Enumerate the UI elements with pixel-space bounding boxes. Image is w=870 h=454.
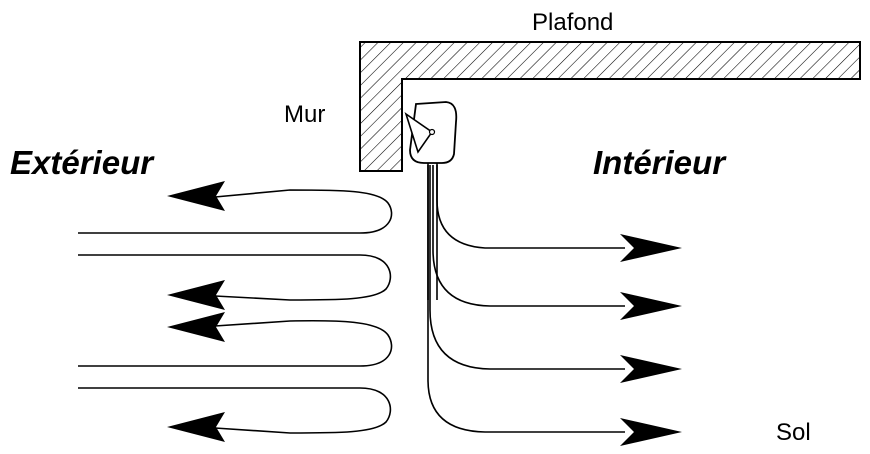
label-ceiling: Plafond — [532, 9, 613, 36]
outside-flow-4 — [78, 387, 392, 434]
fan-hub-icon — [428, 128, 436, 136]
label-wall: Mur — [284, 101, 325, 128]
wall-ceiling-structure — [359, 41, 861, 172]
inside-arrowhead-4 — [620, 418, 682, 446]
fan-icon — [404, 112, 434, 154]
outside-arrowhead-2 — [167, 280, 225, 310]
label-outside: Extérieur — [10, 144, 155, 181]
label-inside: Intérieur — [593, 144, 727, 181]
air-curtain-unit — [404, 101, 458, 300]
inside-arrowhead-1 — [620, 234, 682, 262]
outside-flow-1 — [78, 189, 393, 234]
outside-arrowhead-3 — [167, 312, 225, 342]
inside-arrowhead-3 — [620, 355, 682, 383]
inside-arrowhead-2 — [620, 292, 682, 320]
outside-flow-3 — [78, 319, 393, 367]
inside-flow-2 — [432, 165, 625, 307]
outside-arrowhead-1 — [167, 181, 225, 211]
inside-airflow — [427, 165, 682, 446]
outside-airflow — [78, 181, 393, 442]
outside-flow-2 — [78, 254, 392, 301]
outside-arrowhead-4 — [167, 412, 225, 442]
inside-flow-4 — [427, 165, 625, 433]
inside-flow-1 — [436, 165, 625, 249]
inside-flow-3 — [429, 165, 625, 370]
label-floor: Sol — [776, 419, 811, 446]
